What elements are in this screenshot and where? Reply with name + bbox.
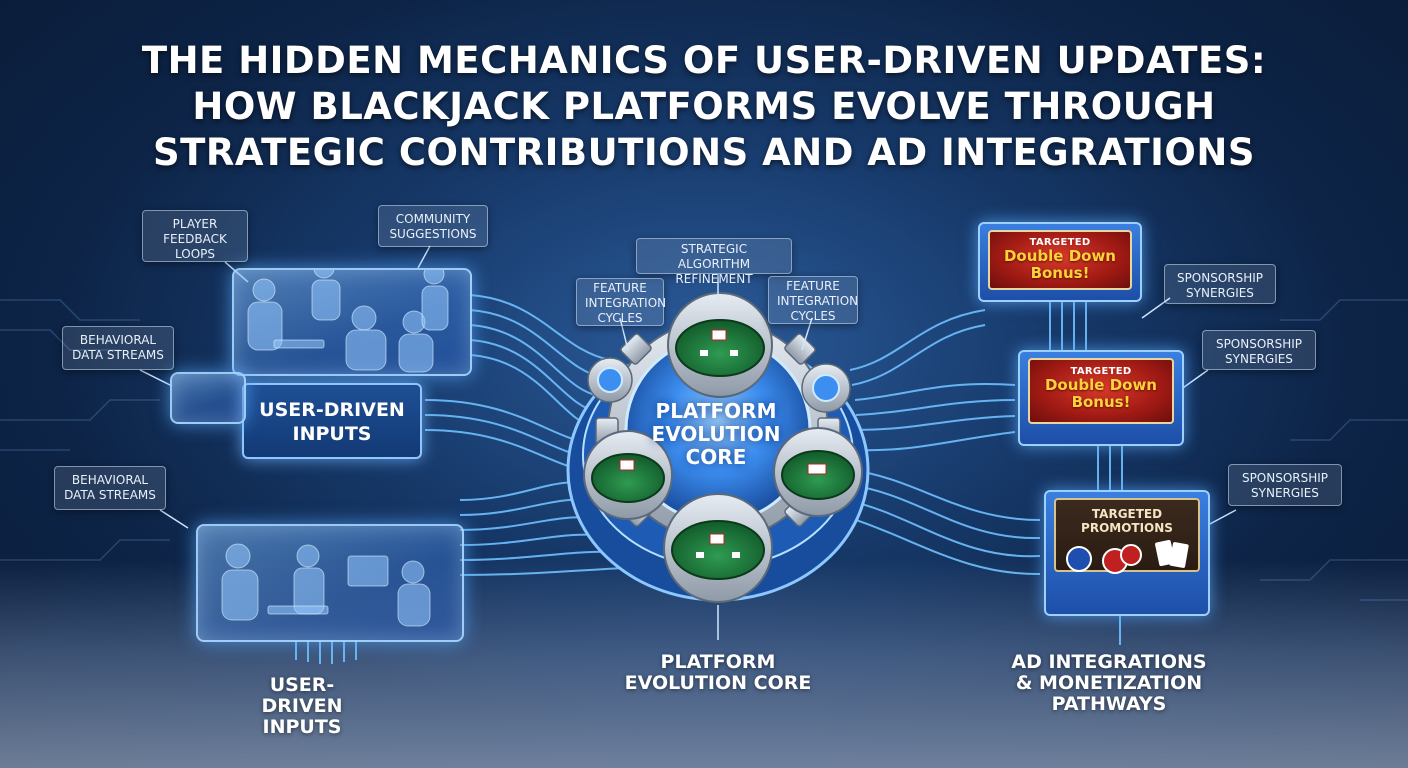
bottom-label-ad-integrations: AD INTEGRATIONS & MONETIZATION PATHWAYS [1011, 651, 1207, 715]
title-line-3: STRATEGIC CONTRIBUTIONS AND AD INTEGRATI… [153, 131, 1255, 174]
circuit-traces [0, 299, 1408, 601]
user-input-panel-top [232, 257, 472, 376]
platform-evolution-core-label: PLATFORM EVOLUTION CORE [651, 399, 781, 469]
ad-card-double-down-1: TARGETED Double Down Bonus! [978, 222, 1142, 302]
people-silhouettes-icon [247, 257, 449, 373]
promo-text: TARGETED PROMOTIONS [1081, 507, 1173, 535]
user-input-panel-bottom [196, 524, 464, 642]
callout-community-suggestions: COMMUNITY SUGGESTIONS [378, 205, 488, 247]
behavioral-screen-small [170, 372, 246, 424]
callout-behavioral-data-streams-2: BEHAVIORAL DATA STREAMS [54, 466, 166, 510]
ad2-headline-2: Bonus! [1071, 393, 1131, 411]
callout-behavioral-data-streams-1: BEHAVIORAL DATA STREAMS [62, 326, 174, 370]
callout-sponsorship-synergies-3: SPONSORSHIP SYNERGIES [1228, 464, 1342, 506]
gear-small-top-right [801, 363, 851, 413]
callout-feature-integration-right: FEATURE INTEGRATION CYCLES [768, 276, 858, 324]
bottom-label-platform-evolution-core: PLATFORM EVOLUTION CORE [624, 651, 812, 694]
ad1-headline: Double Down [1003, 247, 1116, 265]
bottom-label-user-driven-inputs: USER-DRIVEN INPUTS [261, 674, 343, 738]
callout-strategic-algorithm: STRATEGIC ALGORITHM REFINEMENT [636, 238, 792, 286]
gear-left [583, 430, 673, 520]
gear-right [773, 427, 863, 517]
ad2-headline: Double Down [1044, 376, 1157, 394]
gear-bottom [663, 493, 773, 603]
right-connection-wires [839, 309, 1041, 576]
callout-player-feedback-loops: PLAYER FEEDBACK LOOPS [142, 210, 248, 262]
title-line-2: HOW BLACKJACK PLATFORMS EVOLVE THROUGH [192, 85, 1216, 128]
inputs-box-line1: USER-DRIVEN [259, 399, 405, 421]
ad-card-targeted-promotions: TARGETED PROMOTIONS [1044, 490, 1210, 616]
user-driven-inputs-box: USER-DRIVEN INPUTS [242, 383, 422, 459]
callout-stems [139, 245, 1237, 640]
casino-chips-and-cards-icon [1066, 539, 1189, 574]
callout-sponsorship-synergies-1: SPONSORSHIP SYNERGIES [1164, 264, 1276, 304]
gear-top [667, 292, 773, 398]
ad2-small-label: TARGETED [1070, 366, 1132, 377]
people-at-computers-icon [221, 543, 431, 627]
bottom-wires [295, 640, 357, 664]
callout-feature-integration-left: FEATURE INTEGRATION CYCLES [576, 278, 666, 326]
ad-banner-2: TARGETED Double Down Bonus! [1028, 358, 1174, 424]
title-line-1: THE HIDDEN MECHANICS OF USER-DRIVEN UPDA… [141, 39, 1267, 82]
gear-small-top-left [587, 357, 633, 403]
ad1-small-label: TARGETED [1029, 237, 1091, 248]
promo-banner: TARGETED PROMOTIONS [1054, 498, 1200, 574]
callout-sponsorship-synergies-2: SPONSORSHIP SYNERGIES [1202, 330, 1316, 370]
ad-banner-1: TARGETED Double Down Bonus! [988, 230, 1132, 290]
ad1-headline-2: Bonus! [1030, 264, 1090, 282]
page-title: THE HIDDEN MECHANICS OF USER-DRIVEN UPDA… [40, 38, 1368, 176]
ad-card-double-down-2: TARGETED Double Down Bonus! [1018, 350, 1184, 446]
inputs-box-line2: INPUTS [292, 423, 372, 445]
